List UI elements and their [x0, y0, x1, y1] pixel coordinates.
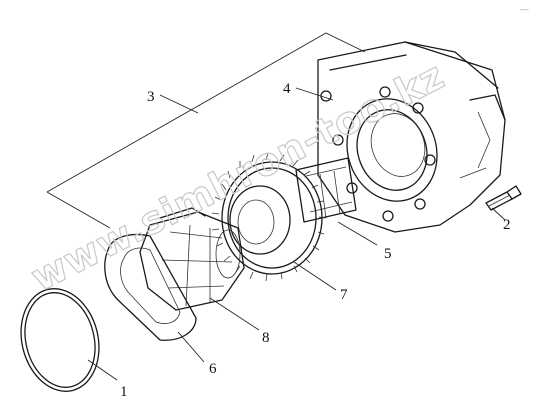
callout-1: 1 [120, 384, 128, 400]
part-washer [104, 233, 197, 341]
corner-mark: — [520, 5, 529, 15]
bracket-line-3 [46, 32, 366, 229]
callout-7: 7 [340, 287, 348, 303]
part-hub [139, 207, 245, 311]
part-gear [211, 152, 327, 282]
part-housing [317, 41, 506, 233]
watermark: www.simhron-too.kz [24, 53, 452, 300]
part-shaft-sleeve [295, 157, 357, 223]
callout-3: 3 [147, 89, 155, 105]
callout-2: 2 [503, 217, 511, 233]
leader-lines [87, 87, 506, 381]
part-o-ring [20, 288, 100, 392]
callout-5: 5 [384, 246, 392, 262]
callout-4: 4 [283, 81, 291, 97]
callout-6: 6 [209, 361, 217, 377]
part-bolt [485, 185, 522, 211]
callout-8: 8 [262, 330, 270, 346]
